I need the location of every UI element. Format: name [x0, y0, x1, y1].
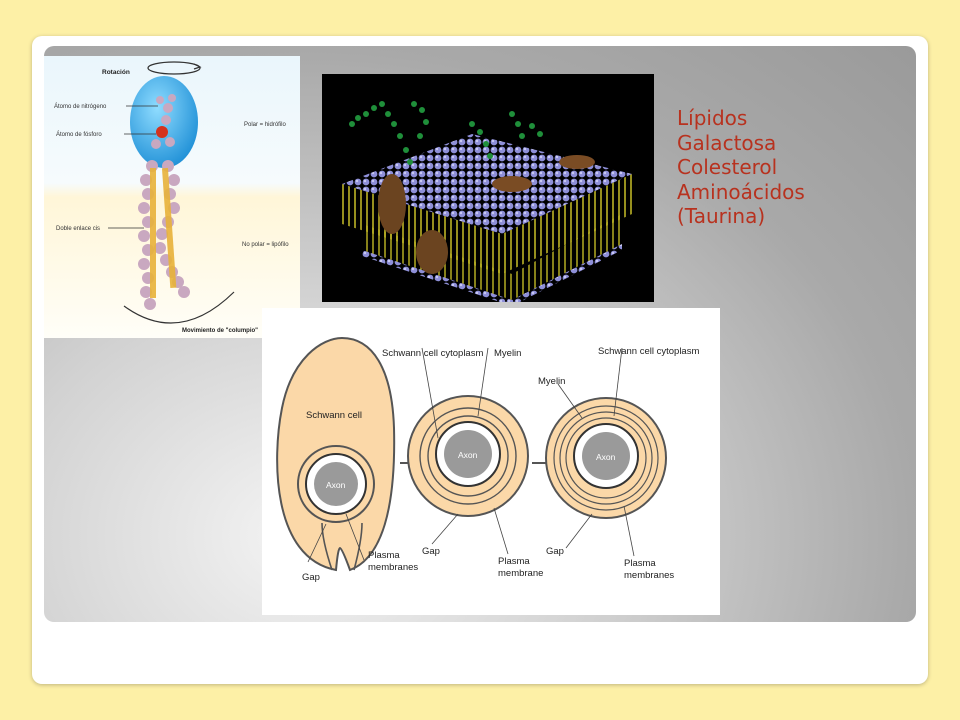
- label-myelin-3: Myelin: [538, 376, 565, 387]
- myelination-diagram: Schwann cell Axon Axon Axon Gap Plasma m…: [262, 308, 720, 615]
- label-plasma-3b: membranes: [624, 570, 674, 581]
- label-polar: Polar = hidrófilo: [244, 122, 287, 128]
- stage-1-schwann-cell: [276, 336, 396, 572]
- label-gap-3: Gap: [546, 546, 564, 557]
- label-gap-2: Gap: [422, 546, 440, 557]
- label-double-bond: Doble enlace cis: [56, 226, 100, 232]
- label-nitrogen: Átomo de nitrógeno: [54, 103, 107, 110]
- label-plasma-1a: Plasma: [368, 550, 400, 561]
- stage-2-schwann-cell: [407, 395, 529, 517]
- membrane-protein: [378, 174, 406, 234]
- label-cytoplasm-2: Schwann cell cytoplasm: [382, 348, 483, 359]
- label-axon-3: Axon: [596, 452, 616, 462]
- text-line-galactosa: Galactosa: [677, 130, 777, 155]
- label-gap-1: Gap: [302, 572, 320, 583]
- label-plasma-1b: membranes: [368, 562, 418, 573]
- slide-text-list: Lípidos Galactosa Colesterol Aminoácidos…: [677, 106, 805, 229]
- membrane-top-surface: [342, 134, 632, 234]
- label-swing: Movimiento de "columpio": [182, 328, 258, 334]
- label-plasma-2b: membrane: [498, 568, 543, 579]
- rotation-arrow-icon: [147, 61, 201, 75]
- label-rotation: Rotación: [102, 69, 130, 76]
- label-plasma-2a: Plasma: [498, 556, 530, 567]
- swing-arrow-icon: [123, 291, 235, 324]
- label-myelin-2: Myelin: [494, 348, 521, 359]
- cell-membrane-3d-image: [322, 74, 654, 302]
- phospholipid-diagram: Rotación Átomo de nitrógeno Átomo de fós…: [44, 56, 300, 338]
- label-schwann-cell: Schwann cell: [306, 410, 362, 421]
- label-nonpolar: No polar = lipófilo: [242, 242, 289, 248]
- text-line-lipidos: Lípidos: [677, 106, 748, 130]
- phosphorus-atom: [156, 126, 168, 138]
- stage-3-schwann-cell: [545, 397, 667, 519]
- label-cytoplasm-3: Schwann cell cytoplasm: [598, 346, 699, 357]
- label-axon-2: Axon: [458, 450, 478, 460]
- text-line-taurina: (Taurina): [677, 204, 766, 229]
- label-plasma-3a: Plasma: [624, 558, 656, 569]
- label-axon-1: Axon: [326, 480, 346, 490]
- label-phosphorus: Átomo de fósforo: [56, 131, 102, 138]
- text-line-colesterol: Colesterol: [677, 155, 778, 180]
- text-line-aminoacidos: Aminoácidos: [677, 179, 805, 204]
